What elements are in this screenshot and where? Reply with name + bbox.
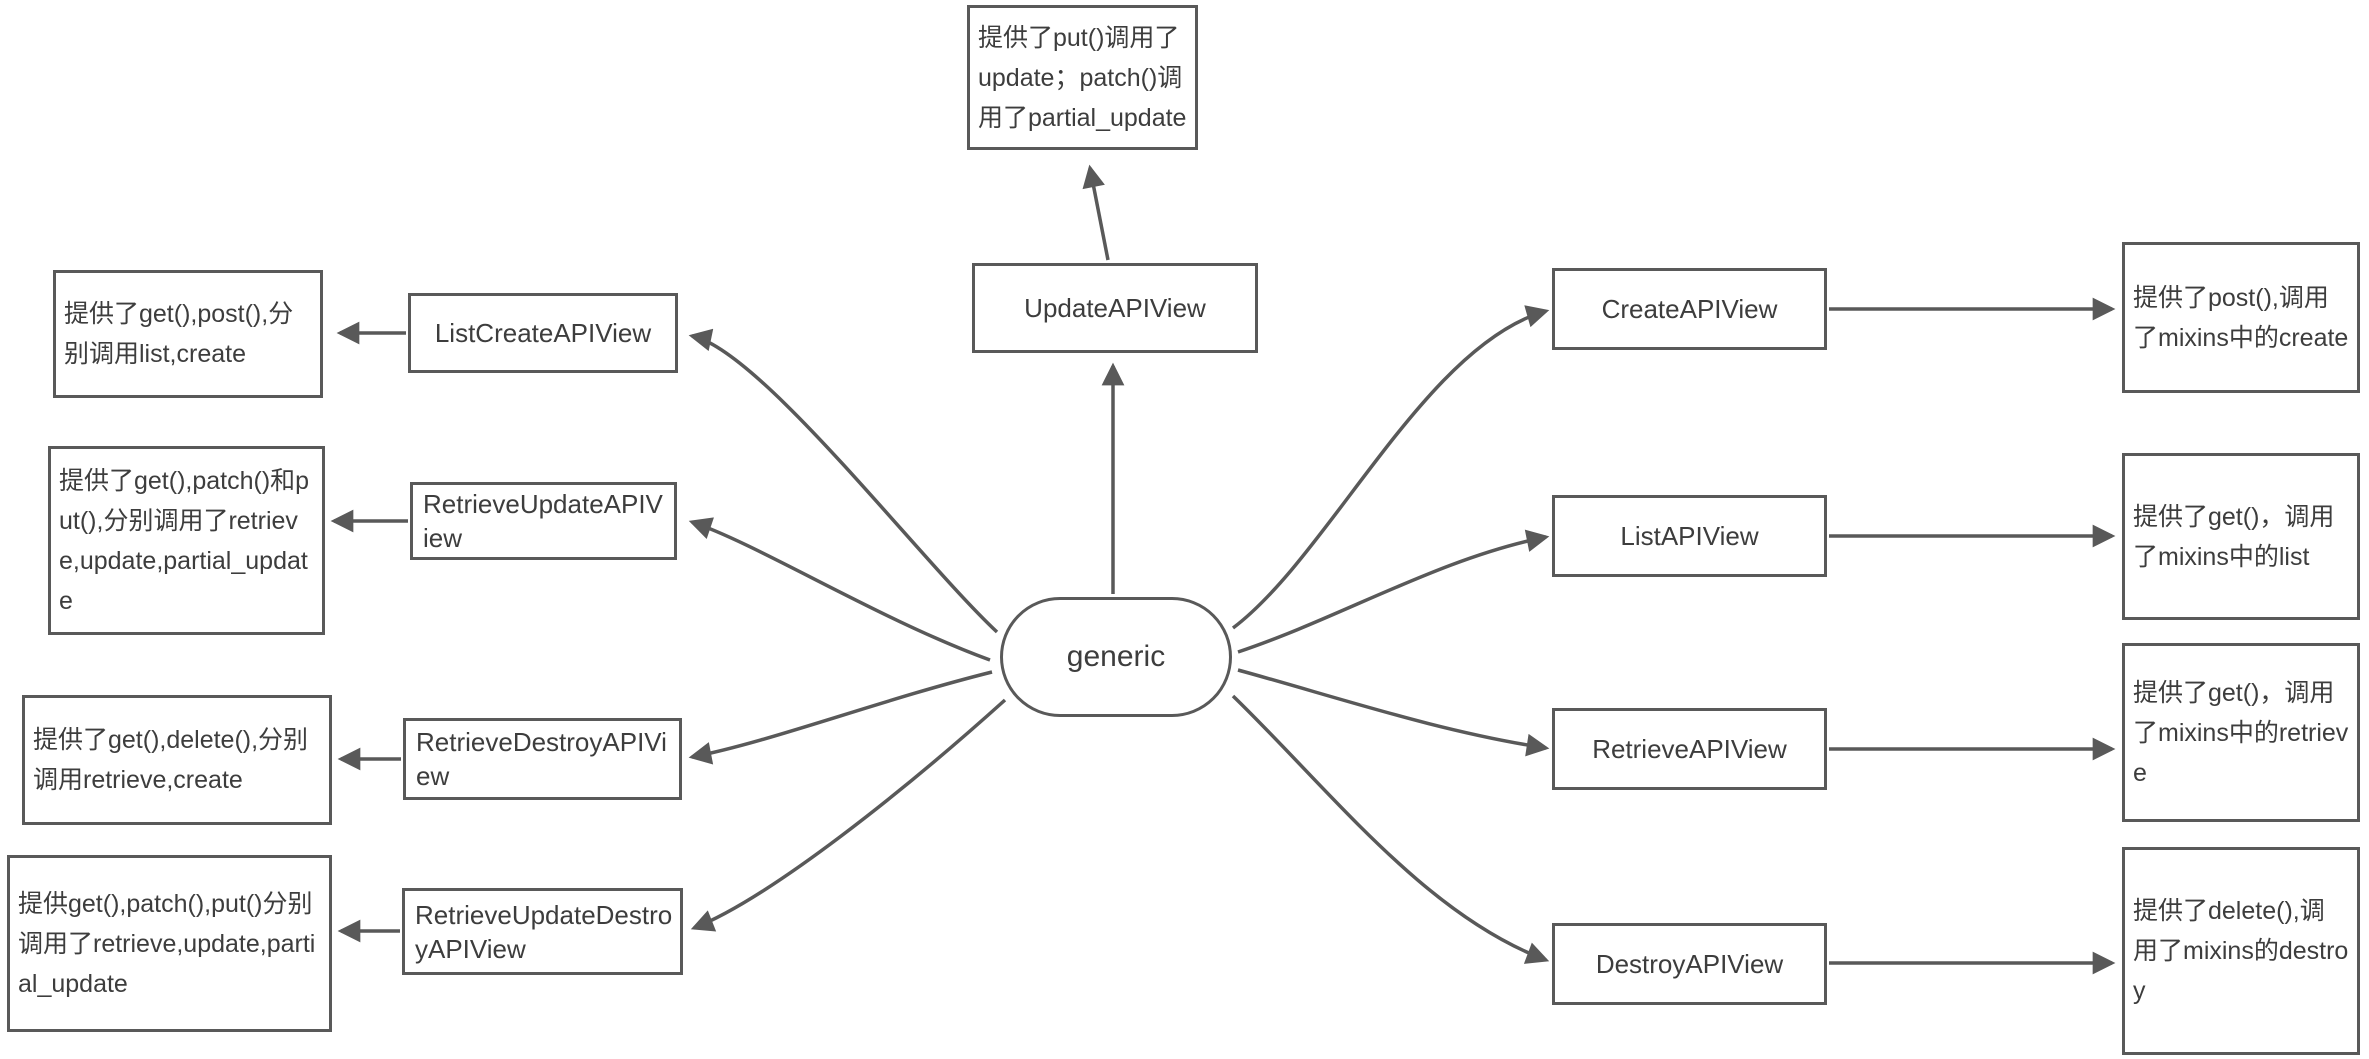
connector-updateapiview-to-desc — [1082, 164, 1110, 261]
connector-generic-to-retrieveupdateapiview — [688, 517, 991, 662]
connector-generic-to-retrievedestroyapiview — [688, 670, 993, 765]
connector-generic-to-destroyapiview — [1231, 694, 1550, 964]
desc-update-apiview: 提供了put()调用了update；patch()调用了partial_upda… — [967, 5, 1198, 150]
node-retrieve-apiview: RetrieveAPIView — [1552, 708, 1827, 790]
node-create-apiview: CreateAPIView — [1552, 268, 1827, 350]
desc-list-apiview: 提供了get()，调用了mixins中的list — [2122, 453, 2360, 620]
node-generic: generic — [1000, 597, 1232, 717]
connector-generic-to-retrieveupdatedestroyapiview — [690, 698, 1007, 932]
node-list-apiview: ListAPIView — [1552, 495, 1827, 577]
desc-create-apiview: 提供了post(),调用了mixins中的create — [2122, 242, 2360, 393]
connector-generic-to-listapiview — [1237, 529, 1550, 654]
desc-retrieve-update-apiview: 提供了get(),patch()和put(),分别调用了retrieve,upd… — [48, 446, 325, 635]
desc-retrieve-destroy-apiview: 提供了get(),delete(),分别调用retrieve,create — [22, 695, 332, 825]
connector-generic-to-retrieveapiview — [1237, 668, 1550, 757]
desc-retrieve-apiview: 提供了get()，调用了mixins中的retrieve — [2122, 643, 2360, 822]
desc-list-create-apiview: 提供了get(),post(),分别调用list,create — [53, 270, 323, 398]
node-update-apiview: UpdateAPIView — [972, 263, 1258, 353]
node-destroy-apiview: DestroyAPIView — [1552, 923, 1827, 1005]
node-list-create-apiview: ListCreateAPIView — [408, 293, 678, 373]
node-retrieve-destroy-apiview: RetrieveDestroyAPIView — [403, 718, 682, 800]
node-retrieve-update-destroy-apiview: RetrieveUpdateDestroyAPIView — [402, 888, 683, 975]
desc-retrieve-update-destroy-apiview: 提供get(),patch(),put()分别调用了retrieve,updat… — [7, 855, 332, 1032]
node-retrieve-update-apiview: RetrieveUpdateAPIView — [410, 482, 677, 560]
connector-generic-to-createapiview — [1231, 305, 1550, 630]
desc-destroy-apiview: 提供了delete(),调用了mixins的destroy — [2122, 847, 2360, 1055]
connector-generic-to-listcreateapiview — [688, 328, 999, 634]
